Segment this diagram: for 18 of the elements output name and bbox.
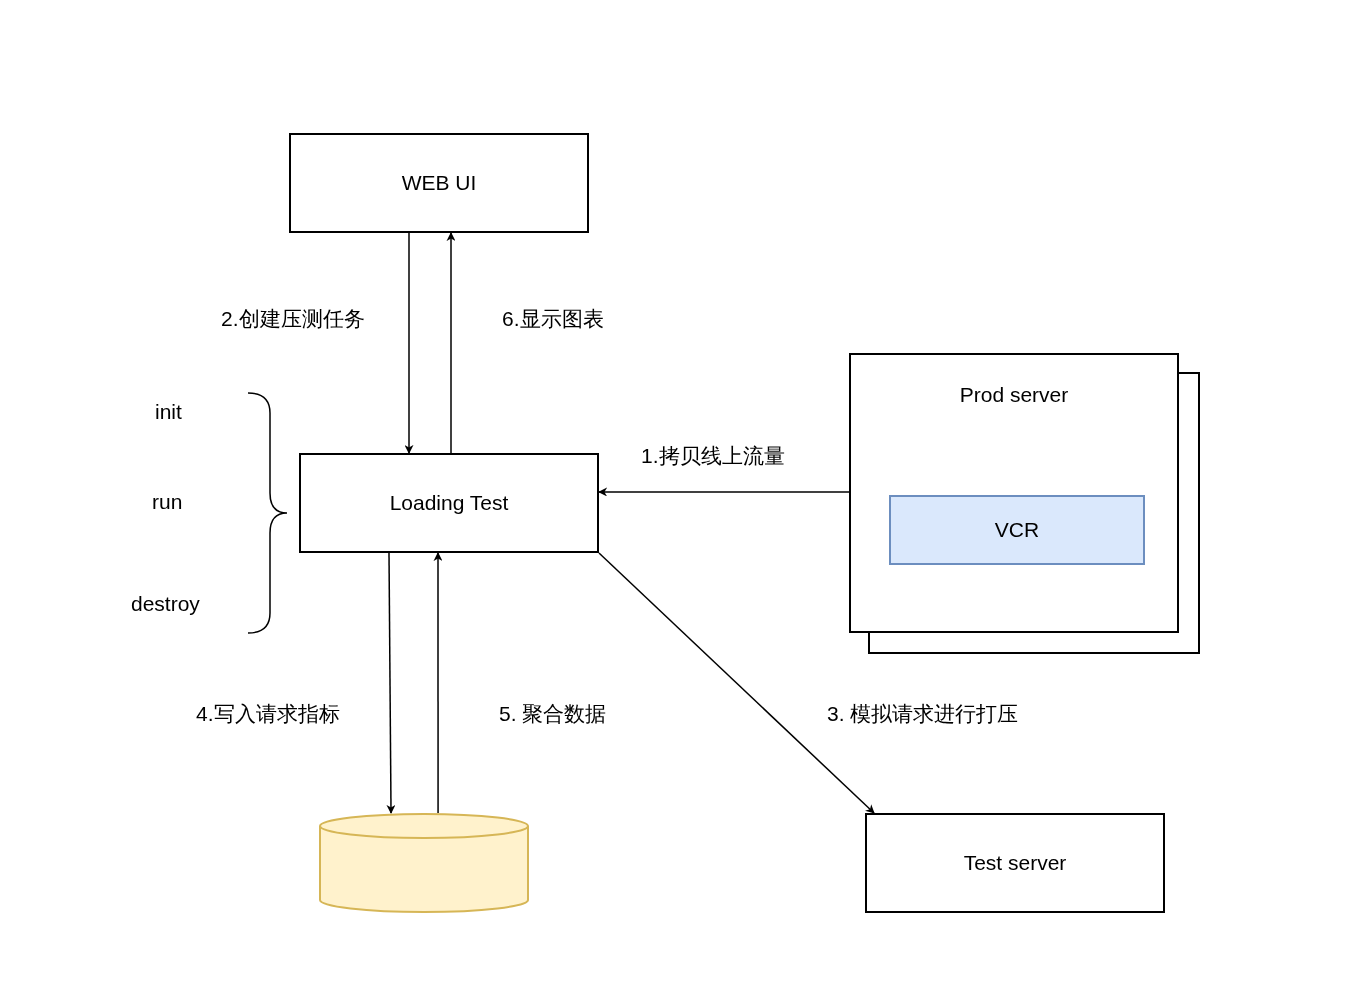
arrow	[446, 232, 456, 454]
node-label: WEB UI	[401, 171, 477, 195]
arrow	[386, 552, 396, 814]
edge-label: 4.写入请求指标	[196, 700, 340, 728]
node-label: Test server	[963, 851, 1067, 875]
database-cylinder	[319, 813, 529, 913]
arrow	[404, 232, 414, 454]
arrow	[433, 552, 443, 814]
node-label: Loading Test	[389, 491, 509, 515]
process-box	[865, 813, 1165, 913]
process-box	[299, 453, 599, 553]
node-label: VCR	[994, 518, 1040, 542]
process-box	[289, 133, 589, 233]
node-label: Prod server	[959, 383, 1069, 407]
process-box	[889, 495, 1145, 565]
arrow	[598, 487, 850, 497]
server-panel	[849, 353, 1179, 633]
arrow	[598, 552, 875, 814]
